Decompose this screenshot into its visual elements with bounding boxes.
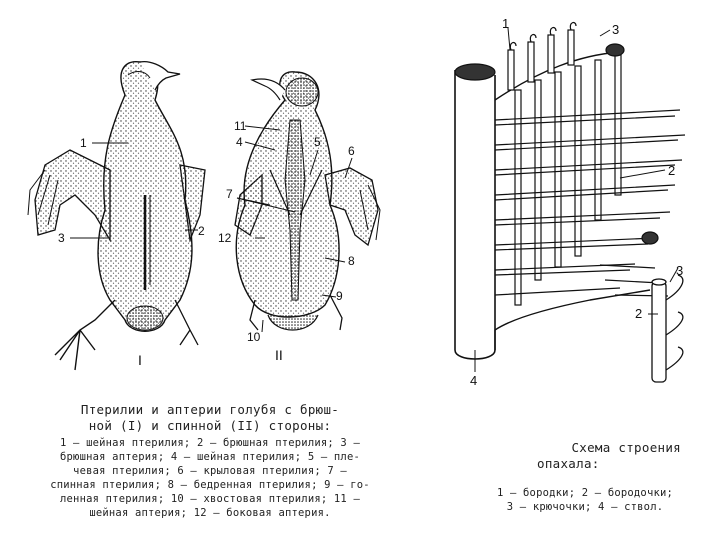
label-6: 6: [348, 144, 355, 158]
legend-line: 1 — бородки; 2 — бородочки;: [455, 486, 715, 500]
feather-vane-figure: 1 2 3 4 2 3: [420, 0, 720, 400]
feather-barbs: [495, 55, 685, 305]
inset-label-2: 2: [635, 306, 642, 321]
view-label-I: I: [138, 352, 142, 368]
feather-caption-title-line-1: Схема строения: [455, 440, 715, 456]
label-7: 7: [226, 187, 233, 201]
legend-line: брюшная аптерия; 4 — шейная птерилия; 5 …: [20, 450, 400, 464]
label-12: 12: [218, 231, 232, 245]
feather-caption-title-line-2: опахала:: [455, 456, 715, 472]
label-4: 4: [236, 135, 243, 149]
legend-line: 3 — крючочки; 4 — ствол.: [455, 500, 715, 514]
legend-line: шейная аптерия; 12 — боковая аптерия.: [20, 506, 400, 520]
caption-title-line-1: Птерилии и аптерии голубя с брюш-: [20, 402, 400, 418]
caption-title-line-2: ной (I) и спинной (II) стороны:: [20, 418, 400, 434]
caption-legend: 1 — шейная птерилия; 2 — брюшная птерили…: [20, 436, 400, 520]
pigeon-figure-caption: Птерилии и аптерии голубя с брюш- ной (I…: [20, 402, 400, 520]
feather-figure-caption: Схема строения опахала: 1 — бородки; 2 —…: [455, 440, 715, 514]
pigeon-dorsal-view: [235, 72, 380, 330]
label-2: 2: [198, 224, 205, 238]
legend-line: спинная птерилия; 8 — бедренная птерилия…: [20, 478, 400, 492]
label-3: 3: [58, 231, 65, 245]
label-10: 10: [247, 330, 261, 344]
view-label-II: II: [275, 347, 283, 363]
legend-line: 1 — шейная птерилия; 2 — брюшная птерили…: [20, 436, 400, 450]
barbule-hooks-inset: [652, 275, 683, 382]
legend-line: ленная птерилия; 10 — хвостовая птерилия…: [20, 492, 400, 506]
feather-caption-legend: 1 — бородки; 2 — бородочки; 3 — крючочки…: [455, 486, 715, 514]
pigeon-ventral-view: [28, 62, 205, 370]
pigeon-pterylae-figure: 1 2 3 4 5 6 7 8 9 10 11 12 I II: [0, 0, 400, 395]
feather-label-3: 3: [612, 22, 619, 37]
feather-label-4: 4: [470, 373, 477, 388]
label-11: 11: [234, 119, 247, 133]
feather-label-1: 1: [502, 16, 509, 31]
label-8: 8: [348, 254, 355, 268]
legend-line: чевая птерилия; 6 — крыловая птерилия; 7…: [20, 464, 400, 478]
barb-tips-detail: [508, 23, 658, 244]
inset-label-3: 3: [676, 263, 683, 278]
feather-label-2: 2: [668, 163, 675, 178]
label-5: 5: [314, 135, 321, 149]
label-1: 1: [80, 136, 87, 150]
label-9: 9: [336, 289, 343, 303]
